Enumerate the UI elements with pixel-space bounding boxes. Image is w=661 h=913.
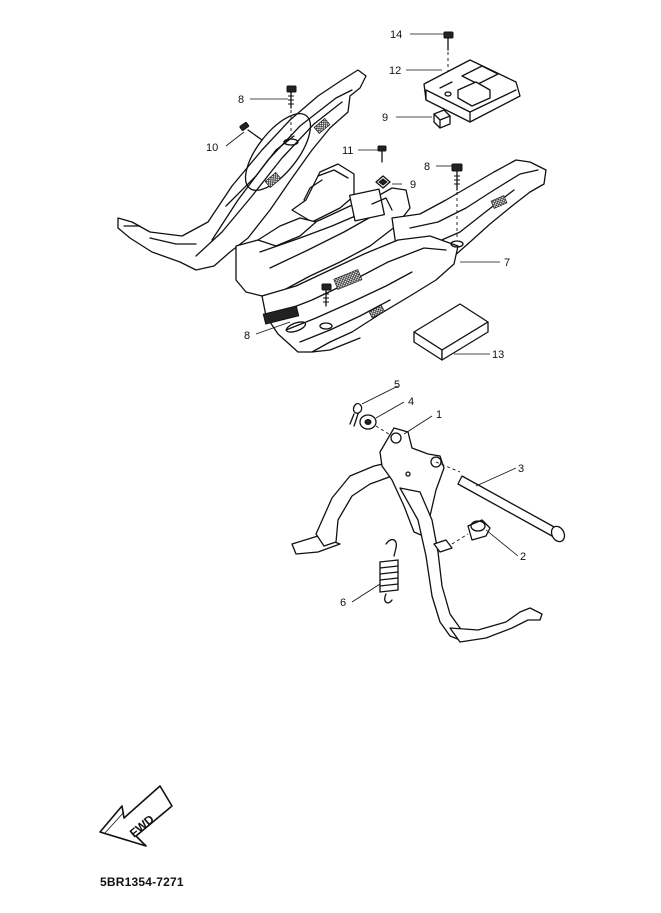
callout-5: 5 — [394, 379, 400, 391]
callout-7: 7 — [504, 257, 510, 269]
main-stand-1 — [291, 427, 543, 643]
diagram-code: 5BR1354-7271 — [100, 875, 184, 889]
callout-12: 12 — [389, 65, 401, 77]
screw-14 — [443, 31, 454, 74]
nut-9-lower — [375, 175, 391, 189]
bolt-8-right — [450, 163, 464, 248]
screw-11 — [377, 145, 387, 163]
bolt-8-upper — [283, 85, 299, 146]
callout-1: 1 — [436, 409, 442, 421]
collar-2 — [451, 519, 491, 545]
callout-labels: 14 12 8 9 10 11 8 9 7 8 13 5 4 1 3 2 6 — [206, 29, 526, 609]
washer-4 — [359, 414, 393, 437]
bolt-8-lower — [319, 283, 333, 330]
pivot-shaft-3 — [435, 461, 566, 543]
callout-9: 9 — [410, 179, 416, 191]
callout-10: 10 — [206, 142, 218, 154]
callout-14: 14 — [390, 29, 402, 41]
cover-bracket-12 — [423, 59, 521, 123]
leader-lines — [225, 33, 519, 603]
spring-6 — [379, 539, 399, 604]
callout-8: 8 — [244, 330, 250, 342]
screw-10 — [239, 121, 263, 141]
callout-13: 13 — [492, 349, 504, 361]
fwd-arrow-icon: FWD — [99, 785, 173, 847]
callout-2: 2 — [520, 551, 526, 563]
callout-6: 6 — [340, 597, 346, 609]
nut-9-upper — [433, 109, 451, 129]
clip-5 — [349, 402, 363, 427]
callout-11: 11 — [342, 145, 353, 157]
footboard-panel — [117, 69, 547, 353]
callout-9: 9 — [382, 112, 388, 124]
callout-4: 4 — [408, 396, 414, 408]
pad-13 — [413, 303, 489, 361]
callout-3: 3 — [518, 463, 524, 475]
callout-8: 8 — [424, 161, 430, 173]
callout-8: 8 — [238, 94, 244, 106]
